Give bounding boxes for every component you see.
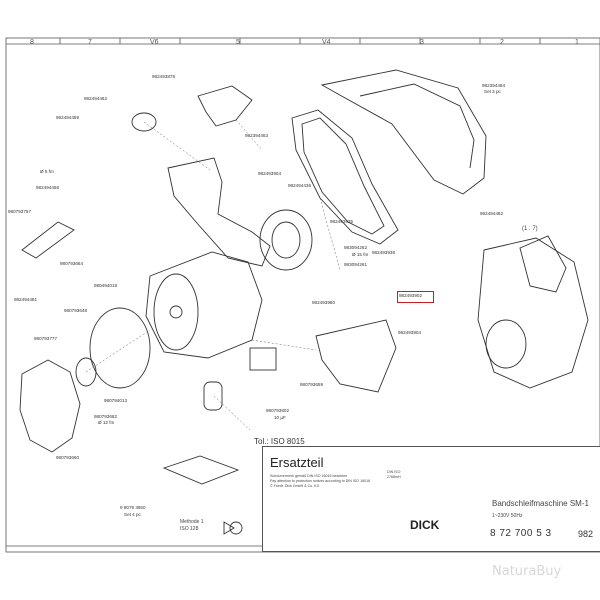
standard-din: DIN ISO [387,470,401,474]
zone-8: 8 [30,39,34,46]
grinding-wheel [89,307,151,389]
part-label: 983094262 [344,245,367,250]
tool-rest [21,221,75,259]
part-label: 980793648 [64,308,87,313]
part-label: Ø 15 fm [352,252,369,257]
part-label: 980793659 [300,382,323,387]
zone-7: 7 [88,39,92,46]
part-label: 983094261 [344,262,367,267]
switch [249,347,277,371]
part-label: 980793682 [94,414,117,419]
part-label: 982493904 [398,330,421,335]
method-label: Methode 1 [180,519,204,525]
part-label: 980793660 [56,455,79,460]
part-label: 982493875 [152,74,175,79]
tolerance-note: Tol.: ISO 8015 [254,437,305,446]
part-label: 10 µF [274,415,286,420]
belt-guard-cover [320,69,487,195]
part-label: 982394463 [245,133,268,138]
wheel-guard-top [197,85,253,127]
part-label: 982493980 [312,300,335,305]
outer-frame [5,37,600,553]
title-block [262,446,600,552]
part-label: Set 4 pc [124,512,141,517]
part-label: 980793664 [60,261,83,266]
part-label: 982494462 [84,96,107,101]
selected-part-highlight [397,291,434,303]
part-label: 982494459 [56,115,79,120]
part-label: 9 8079 3650 [120,505,146,510]
roller [131,112,157,132]
article-number: 8 72 700 5 3 [490,528,552,539]
part-label: 980793757 [8,209,31,214]
part-label: Ø 5 fm [40,169,54,174]
zone-2: 2 [500,39,504,46]
part-label: 982493938 [372,250,395,255]
dust-tray [315,319,397,393]
part-label: 982494482 [480,211,503,216]
part-label: 982494436 [288,183,311,188]
part-label: Set 3 pc [484,89,501,94]
wheel-guard [19,359,81,453]
part-label: 982493904 [258,171,281,176]
part-label: 980793777 [34,336,57,341]
protection-note: Schutzvermerk gemäß DIN ISO 16016 beacht… [270,474,348,478]
zone-1: 1 [575,39,579,46]
method-iso: ISO 128 [180,525,199,532]
motor-body [145,251,263,359]
dick-logo: DICK [410,518,440,532]
contact-wheel [259,209,313,271]
part-label: 982494458 [36,185,59,190]
part-label: 980494018 [94,283,117,288]
zone-5: 5 [236,39,240,46]
part-label: 982394464 [482,83,505,88]
zone-3: 3 [420,39,424,46]
part-label: 980793802 [266,408,289,413]
ersatzteil-title: Ersatzteil [270,455,324,470]
grinding-belt [291,109,399,245]
capacitor [203,381,223,411]
scale-label: (1 : 7) [522,226,538,232]
zone-4: V4 [322,39,331,46]
machine-name: Bandschleifmaschine SM-1 [492,499,589,508]
part-label: 982494481 [14,297,37,302]
part-label: 980794013 [104,398,127,403]
drawing-number: 982 [578,529,594,539]
copyright-note: © Friedr. Dick GmbH & Co. KG [270,484,320,488]
voltage: 1~230V 50Hz [492,513,523,519]
machine-frame [167,157,271,267]
protection-note-en: Pay attention to protection notices acco… [270,479,371,483]
part-label: Ø 12 fm [98,420,115,425]
part-label-highlighted: 982493902 [399,293,422,298]
zone-6: V6 [150,39,159,46]
assembled-view [477,237,589,389]
part-label: 982493935 [330,219,353,224]
standard-tolerance: 2768mH [387,475,401,479]
watermark: NaturaBuy [492,564,562,579]
